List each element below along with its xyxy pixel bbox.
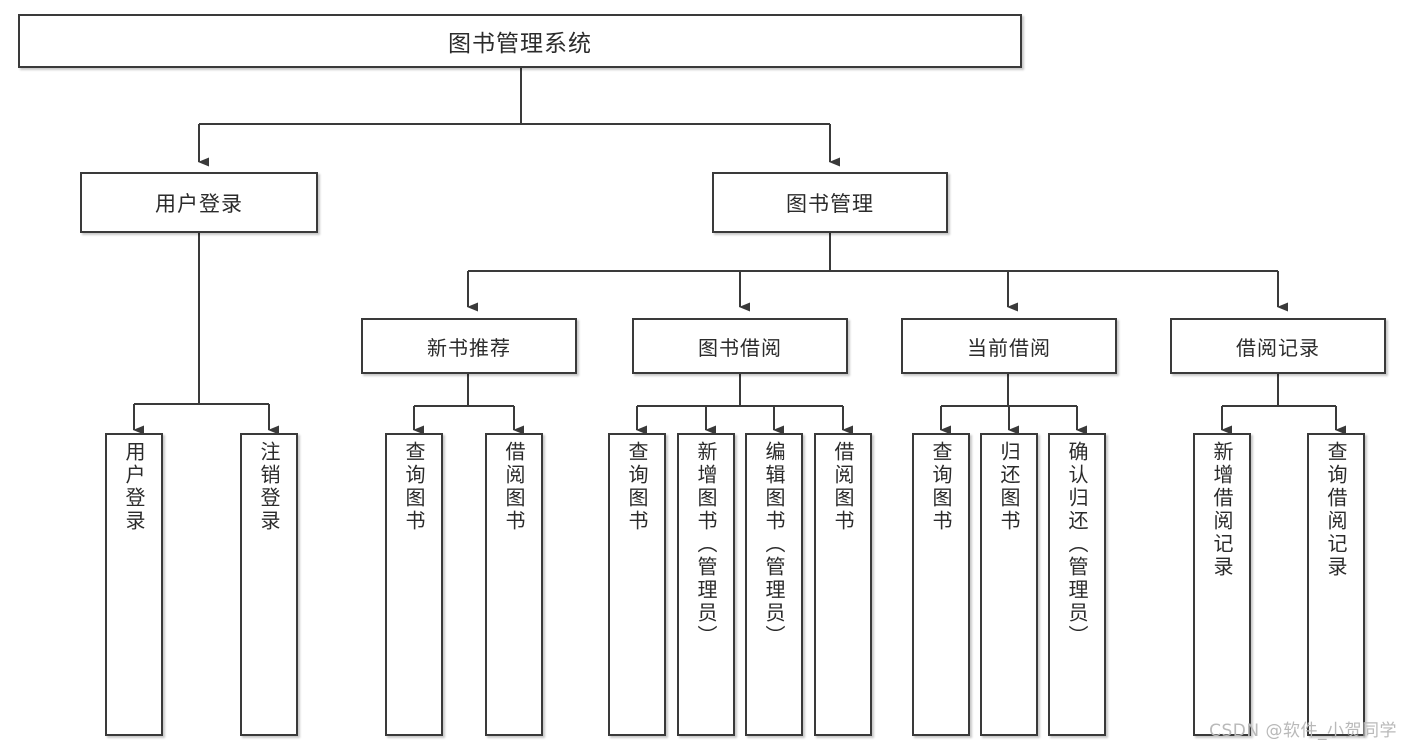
node-leaf-query-book-2-label: 查询图书: [625, 441, 649, 533]
node-leaf-user-login[interactable]: 用户登录: [105, 433, 163, 736]
node-leaf-query-book-1[interactable]: 查询图书: [385, 433, 443, 736]
node-leaf-add-record-label: 新增借阅记录: [1210, 441, 1234, 579]
node-leaf-query-book-2[interactable]: 查询图书: [608, 433, 666, 736]
node-leaf-add-book-label: 新增图书（管理员）: [694, 441, 718, 648]
watermark: CSDN @软件_小贺同学: [1209, 721, 1397, 741]
node-leaf-edit-book[interactable]: 编辑图书（管理员）: [745, 433, 803, 736]
node-current-borrow[interactable]: 当前借阅: [901, 318, 1117, 374]
node-root[interactable]: 图书管理系统: [18, 14, 1022, 68]
node-leaf-query-record[interactable]: 查询借阅记录: [1307, 433, 1365, 736]
node-leaf-logout[interactable]: 注销登录: [240, 433, 298, 736]
node-leaf-borrow-book-1[interactable]: 借阅图书: [485, 433, 543, 736]
node-new-book-rec[interactable]: 新书推荐: [361, 318, 577, 374]
node-current-borrow-label: 当前借阅: [967, 335, 1051, 360]
node-leaf-return-book-label: 归还图书: [997, 441, 1021, 533]
node-leaf-borrow-book-2-label: 借阅图书: [831, 441, 855, 533]
node-leaf-user-login-label: 用户登录: [122, 441, 146, 533]
node-user-login[interactable]: 用户登录: [80, 172, 318, 233]
node-book-borrow-label: 图书借阅: [698, 335, 782, 360]
node-book-manage[interactable]: 图书管理: [712, 172, 948, 233]
node-leaf-add-record[interactable]: 新增借阅记录: [1193, 433, 1251, 736]
node-leaf-query-book-1-label: 查询图书: [402, 441, 426, 533]
node-borrow-record[interactable]: 借阅记录: [1170, 318, 1386, 374]
node-leaf-borrow-book-2[interactable]: 借阅图书: [814, 433, 872, 736]
node-leaf-return-book[interactable]: 归还图书: [980, 433, 1038, 736]
node-leaf-confirm-return[interactable]: 确认归还（管理员）: [1048, 433, 1106, 736]
node-user-login-label: 用户登录: [155, 191, 243, 216]
node-leaf-edit-book-label: 编辑图书（管理员）: [762, 441, 786, 648]
node-leaf-logout-label: 注销登录: [257, 441, 281, 533]
node-borrow-record-label: 借阅记录: [1236, 335, 1320, 360]
node-leaf-query-book-3-label: 查询图书: [929, 441, 953, 533]
node-root-label: 图书管理系统: [448, 31, 592, 57]
node-leaf-query-record-label: 查询借阅记录: [1324, 441, 1348, 579]
node-leaf-query-book-3[interactable]: 查询图书: [912, 433, 970, 736]
node-book-borrow[interactable]: 图书借阅: [632, 318, 848, 374]
node-leaf-add-book[interactable]: 新增图书（管理员）: [677, 433, 735, 736]
node-new-book-rec-label: 新书推荐: [427, 335, 511, 360]
node-leaf-borrow-book-1-label: 借阅图书: [502, 441, 526, 533]
node-leaf-confirm-return-label: 确认归还（管理员）: [1065, 441, 1089, 648]
node-book-manage-label: 图书管理: [786, 191, 874, 216]
